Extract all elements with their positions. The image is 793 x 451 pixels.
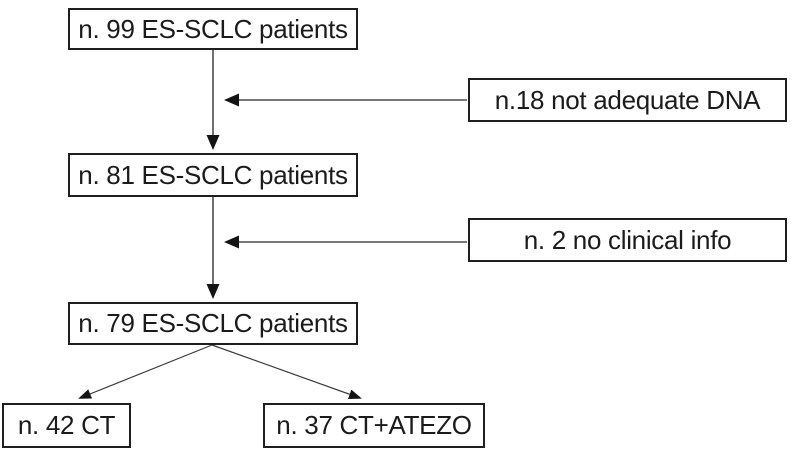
node-excluded-no-clinical-info: n. 2 no clinical info — [468, 218, 787, 262]
node-excluded-no-clinical-info-label: n. 2 no clinical info — [523, 224, 732, 255]
node-analyzed-patients-label: n. 79 ES-SCLC patients — [78, 308, 348, 338]
node-excluded-not-adequate-dna-label: n.18 not adequate DNA — [494, 84, 761, 115]
node-analyzed-patients: n. 79 ES-SCLC patients — [68, 302, 358, 345]
node-ct-arm-label: n. 42 CT — [17, 410, 116, 440]
node-adequate-dna-patients: n. 81 ES-SCLC patients — [68, 153, 358, 197]
node-total-patients: n. 99 ES-SCLC patients — [68, 8, 358, 50]
node-total-patients-label: n. 99 ES-SCLC patients — [78, 13, 348, 44]
node-ct-arm: n. 42 CT — [2, 403, 131, 448]
node-adequate-dna-patients-label: n. 81 ES-SCLC patients — [78, 159, 348, 190]
node-ct-atezo-arm: n. 37 CT+ATEZO — [263, 403, 485, 448]
node-excluded-not-adequate-dna: n.18 not adequate DNA — [468, 78, 787, 122]
arrow-79-to-ct — [78, 344, 213, 399]
node-ct-atezo-arm-label: n. 37 CT+ATEZO — [276, 410, 472, 440]
arrow-79-to-ct-atezo — [211, 344, 362, 399]
